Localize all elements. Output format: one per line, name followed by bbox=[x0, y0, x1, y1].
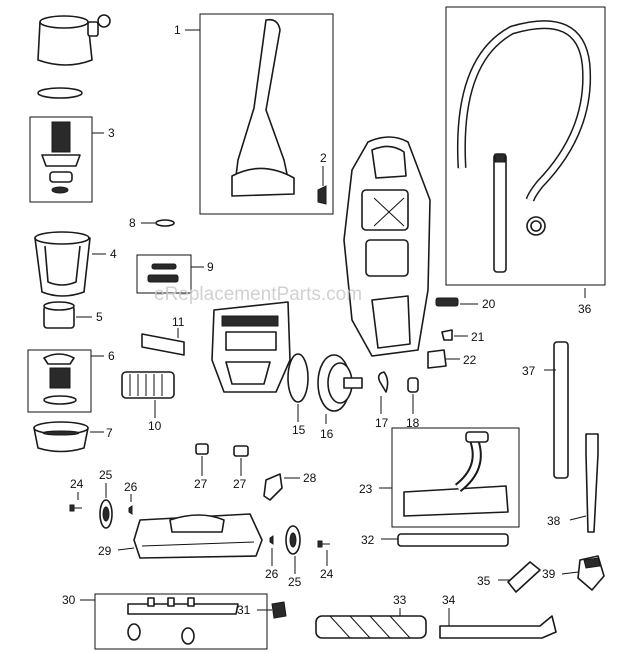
label-17: 17 bbox=[375, 416, 389, 430]
frame-handle-group bbox=[199, 13, 334, 215]
link-28 bbox=[263, 473, 283, 501]
label-16: 16 bbox=[320, 427, 334, 441]
frame-tool-23 bbox=[391, 427, 520, 528]
label-32: 32 bbox=[361, 533, 375, 547]
brush-35 bbox=[507, 561, 541, 593]
label-9: 9 bbox=[207, 260, 214, 274]
wand bbox=[553, 341, 569, 479]
pleated-filter bbox=[41, 121, 81, 194]
wheel-25a bbox=[99, 499, 113, 529]
label-35: 35 bbox=[477, 574, 491, 588]
ribbed-filter bbox=[121, 371, 175, 399]
seal-ring bbox=[37, 87, 83, 99]
label-24b: 24 bbox=[320, 567, 334, 581]
frame-filter-6 bbox=[27, 349, 92, 413]
label-4: 4 bbox=[110, 247, 117, 261]
label-37: 37 bbox=[522, 364, 536, 378]
label-26a: 26 bbox=[124, 480, 138, 494]
spring-21 bbox=[441, 329, 453, 341]
label-6: 6 bbox=[108, 349, 115, 363]
clip-27a bbox=[195, 443, 209, 455]
belt-ring bbox=[287, 353, 309, 403]
label-26b: 26 bbox=[265, 567, 279, 581]
label-39: 39 bbox=[542, 567, 556, 581]
label-20: 20 bbox=[482, 297, 496, 311]
label-34: 34 bbox=[442, 593, 456, 607]
label-31: 31 bbox=[237, 603, 251, 617]
filter-cup bbox=[33, 421, 89, 453]
oring-8 bbox=[155, 219, 175, 227]
filter-pad bbox=[141, 333, 185, 356]
washer-26b bbox=[269, 535, 274, 545]
base-plate bbox=[127, 597, 239, 645]
watermark: eReplacementParts.com bbox=[154, 284, 362, 305]
handle bbox=[231, 18, 295, 197]
label-7: 7 bbox=[106, 426, 113, 440]
label-38: 38 bbox=[547, 514, 561, 528]
brush-guard bbox=[439, 615, 557, 639]
wheel-25b bbox=[285, 525, 301, 555]
frame-part-9 bbox=[136, 254, 192, 294]
hose-assembly bbox=[456, 20, 592, 273]
label-33: 33 bbox=[393, 593, 407, 607]
washer-26a bbox=[128, 505, 133, 515]
clip-27b bbox=[233, 445, 249, 457]
pedal-20 bbox=[435, 297, 459, 307]
frame-hose-group bbox=[445, 6, 606, 286]
motor bbox=[317, 354, 363, 412]
label-28: 28 bbox=[303, 471, 317, 485]
label-29: 29 bbox=[98, 544, 112, 558]
filter-assembly bbox=[43, 353, 77, 405]
latch-31 bbox=[271, 601, 287, 619]
screw-2 bbox=[317, 185, 327, 205]
label-5: 5 bbox=[96, 310, 103, 324]
frame-part-30 bbox=[94, 593, 268, 650]
label-25a: 25 bbox=[99, 468, 113, 482]
label-36: 36 bbox=[578, 302, 592, 316]
label-18: 18 bbox=[406, 416, 420, 430]
label-27a: 27 bbox=[194, 477, 208, 491]
dirt-cup-lid bbox=[37, 14, 111, 66]
label-10: 10 bbox=[148, 419, 162, 433]
label-11: 11 bbox=[172, 315, 185, 329]
motor-housing bbox=[211, 301, 291, 393]
label-21: 21 bbox=[471, 330, 485, 344]
label-25b: 25 bbox=[288, 575, 302, 589]
label-22: 22 bbox=[463, 353, 477, 367]
screw-24b-head bbox=[317, 540, 323, 548]
bumper-32 bbox=[397, 533, 509, 547]
label-15: 15 bbox=[292, 423, 306, 437]
latch-22 bbox=[427, 349, 447, 369]
label-27b: 27 bbox=[233, 477, 247, 491]
label-24a: 24 bbox=[70, 477, 84, 491]
screw-24a-head bbox=[69, 504, 75, 512]
base-assembly bbox=[133, 513, 263, 559]
foam-filter bbox=[43, 301, 75, 329]
label-30: 30 bbox=[62, 593, 76, 607]
dirt-cup bbox=[34, 231, 91, 297]
label-2: 2 bbox=[320, 151, 327, 165]
label-1: 1 bbox=[174, 23, 181, 37]
brush-roll bbox=[315, 615, 427, 639]
bushing-18 bbox=[407, 377, 419, 393]
frame-filter-3 bbox=[29, 116, 93, 203]
clip-17 bbox=[377, 371, 389, 393]
crevice-tool bbox=[585, 433, 599, 533]
label-3: 3 bbox=[108, 126, 115, 140]
turbo-tool bbox=[403, 431, 509, 517]
upright-body bbox=[343, 136, 431, 357]
latch-9 bbox=[147, 263, 179, 283]
label-8: 8 bbox=[129, 216, 136, 230]
label-23: 23 bbox=[359, 482, 373, 496]
